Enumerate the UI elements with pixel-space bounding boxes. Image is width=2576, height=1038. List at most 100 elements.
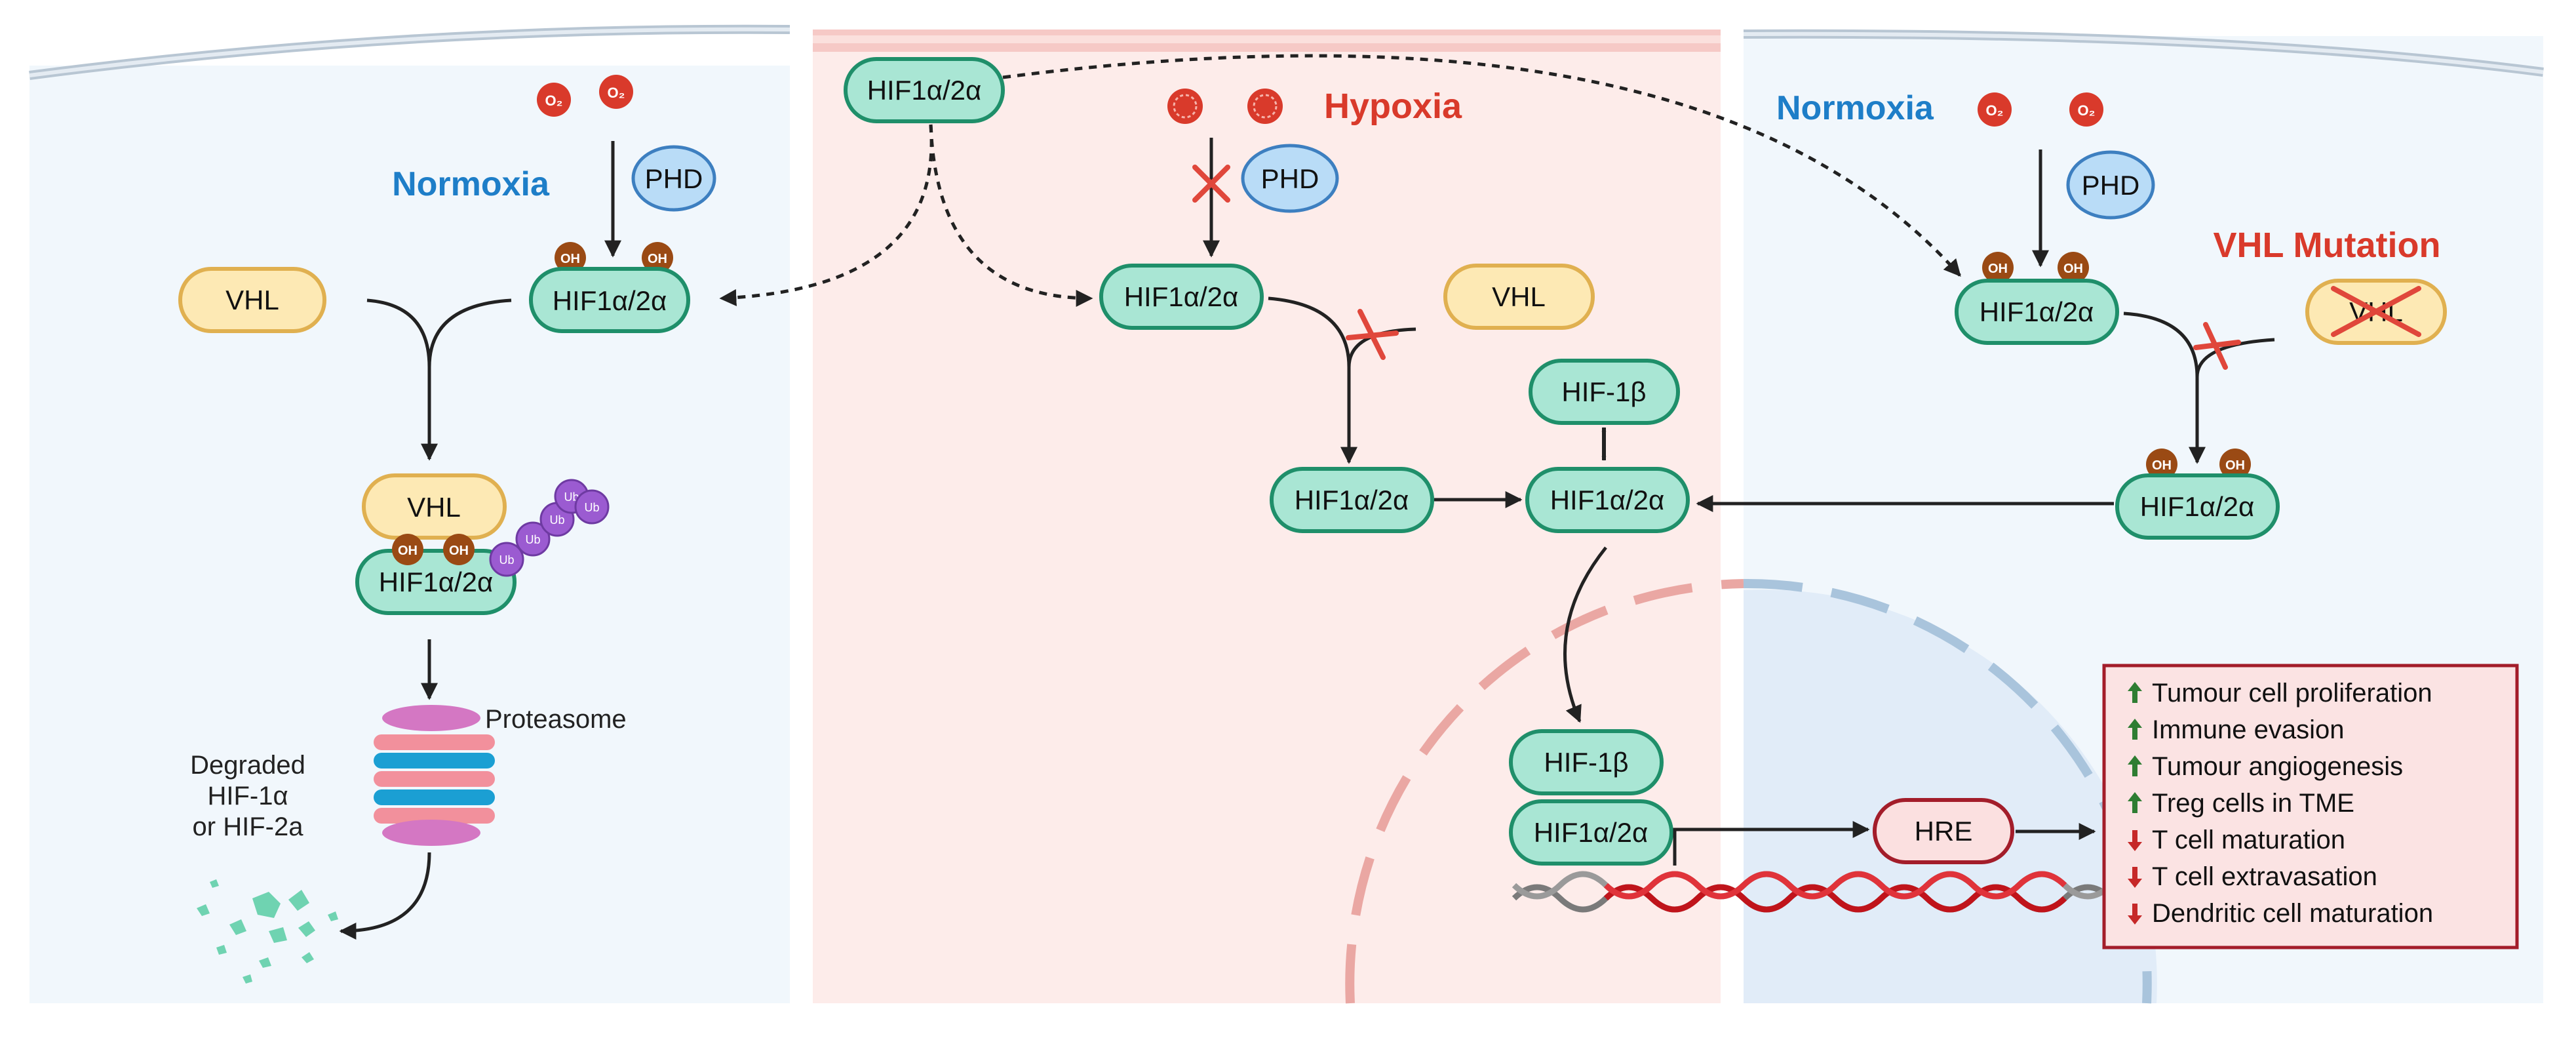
left-ubiquitin-complex: VHL HIF1α/2α OH OH Ub Ub Ub Ub Ub <box>355 473 610 615</box>
svg-text:HIF1α/2α: HIF1α/2α <box>1980 296 2094 327</box>
svg-text:Ub: Ub <box>549 513 564 527</box>
effect-item: Immune evasion <box>2128 715 2344 744</box>
svg-text:O₂: O₂ <box>608 85 625 101</box>
source-hif-node: HIF1α/2α <box>844 57 1005 123</box>
svg-text:HIF1α/2α: HIF1α/2α <box>1550 485 1665 515</box>
svg-text:PHD: PHD <box>645 163 703 194</box>
svg-text:HIF1α/2α: HIF1α/2α <box>553 285 667 316</box>
effect-item-text: Immune evasion <box>2152 715 2344 744</box>
svg-text:VHL: VHL <box>225 285 279 315</box>
effect-item-text: T cell maturation <box>2152 826 2345 854</box>
svg-text:OH: OH <box>1988 262 2008 276</box>
svg-text:HRE: HRE <box>1915 816 1973 847</box>
svg-text:PHD: PHD <box>1261 163 1319 194</box>
right-lower-oh-group: OH OH <box>2146 449 2251 480</box>
effect-item: Tumour angiogenesis <box>2128 752 2403 781</box>
proteasome-label: Proteasome <box>485 705 627 734</box>
down-arrow-icon <box>2128 830 2142 851</box>
right-hif-node: HIF1α/2α <box>1955 279 2119 345</box>
nuclear-translocation-arrow <box>1563 546 1607 723</box>
hypoxia-label: Hypoxia <box>1324 87 1462 126</box>
svg-text:Ub: Ub <box>525 533 540 546</box>
dashed-arrow-to-right <box>1002 54 1961 277</box>
effect-item: T cell extravasation <box>2128 862 2377 891</box>
nuclear-hif1b-node: HIF-1β <box>1509 729 1664 795</box>
hypoxia-o2-molecule-1 <box>1167 89 1203 124</box>
svg-text:HIF1α/2α: HIF1α/2α <box>2140 491 2255 522</box>
effect-item-text: T cell extravasation <box>2152 862 2377 891</box>
down-arrow-icon <box>2128 904 2142 925</box>
effect-item-text: Dendritic cell maturation <box>2152 899 2433 928</box>
dashed-arrow-to-middle <box>929 124 1093 307</box>
svg-text:HIF-1β: HIF-1β <box>1561 376 1646 407</box>
effect-item: T cell maturation <box>2128 826 2345 854</box>
right-phd-node: PHD <box>2066 150 2155 220</box>
svg-text:Ub: Ub <box>564 490 579 504</box>
right-o2-molecule-2: O₂ <box>2069 92 2103 127</box>
middle-phd-block-icon <box>1192 165 1230 203</box>
svg-text:HIF1α/2α: HIF1α/2α <box>1295 485 1409 515</box>
nuclear-hif-node: HIF1α/2α <box>1509 799 1673 866</box>
hypoxia-o2-molecule-2 <box>1247 89 1283 124</box>
svg-text:Ub: Ub <box>584 501 599 514</box>
effect-item-text: Treg cells in TME <box>2152 789 2354 818</box>
svg-text:O₂: O₂ <box>2078 102 2096 119</box>
hif-to-hre-arrow <box>1673 821 1870 866</box>
effect-item-text: Tumour cell proliferation <box>2152 679 2432 708</box>
middle-hif-node: HIF1α/2α <box>1099 264 1264 330</box>
effect-item: Treg cells in TME <box>2128 789 2354 818</box>
up-arrow-icon <box>2128 719 2142 740</box>
middle-lower-hif-node: HIF1α/2α <box>1270 467 1434 533</box>
left-merge-curve <box>366 298 512 368</box>
up-arrow-icon <box>2128 792 2142 813</box>
right-vhl-block-icon <box>2193 322 2241 370</box>
degradation-arrow <box>339 852 431 940</box>
degraded-fragments <box>197 879 338 984</box>
left-vhl-node: VHL <box>178 267 326 333</box>
svg-text:OH: OH <box>648 252 667 266</box>
hif1b-node: HIF-1β <box>1529 359 1680 425</box>
svg-text:HIF1α/2α: HIF1α/2α <box>1124 281 1239 312</box>
svg-text:HIF-1β: HIF-1β <box>1544 747 1628 778</box>
svg-text:OH: OH <box>2063 262 2083 276</box>
svg-text:OH: OH <box>560 252 580 266</box>
left-hif-node: HIF1α/2α <box>529 267 690 333</box>
middle-vhl-block-icon <box>1346 309 1399 360</box>
up-arrow-icon <box>2128 755 2142 776</box>
dna-strand <box>1512 871 2159 913</box>
svg-text:O₂: O₂ <box>545 92 563 109</box>
hre-node: HRE <box>1873 798 2014 864</box>
svg-text:Ub: Ub <box>499 553 514 567</box>
effect-item: Tumour cell proliferation <box>2128 679 2432 708</box>
right-mutated-vhl-node: VHL <box>2305 279 2447 345</box>
right-normoxia-label: Normoxia <box>1776 89 1934 127</box>
svg-text:OH: OH <box>2152 458 2172 473</box>
up-arrow-icon <box>2128 682 2142 703</box>
right-oh-group: OH OH <box>1982 252 2089 283</box>
center-hif-node: HIF1α/2α <box>1525 467 1690 533</box>
svg-text:OH: OH <box>398 544 418 558</box>
vhl-mutation-label: VHL Mutation <box>2214 226 2441 265</box>
svg-text:HIF1α/2α: HIF1α/2α <box>867 75 982 106</box>
svg-text:HIF1α/2α: HIF1α/2α <box>379 567 494 597</box>
svg-text:OH: OH <box>449 544 469 558</box>
svg-text:OH: OH <box>2225 458 2245 473</box>
right-o2-molecule-1: O₂ <box>1978 92 2012 127</box>
svg-text:HIF-1α: HIF-1α <box>207 782 288 810</box>
svg-text:O₂: O₂ <box>1986 102 2004 119</box>
left-o2-molecule-1: O₂ <box>537 83 571 117</box>
middle-phd-node: PHD <box>1241 144 1339 213</box>
svg-text:VHL: VHL <box>407 492 461 523</box>
left-oh-group: OH OH <box>555 242 673 273</box>
svg-text:or HIF-2a: or HIF-2a <box>193 812 304 841</box>
svg-text:Degraded: Degraded <box>190 751 305 780</box>
middle-vhl-node: VHL <box>1443 264 1595 330</box>
left-normoxia-label: Normoxia <box>392 165 550 203</box>
down-arrow-icon <box>2128 867 2142 888</box>
left-phd-node: PHD <box>631 145 716 212</box>
proteasome <box>374 705 495 846</box>
effect-item: Dendritic cell maturation <box>2128 899 2433 928</box>
svg-text:PHD: PHD <box>2082 170 2140 201</box>
